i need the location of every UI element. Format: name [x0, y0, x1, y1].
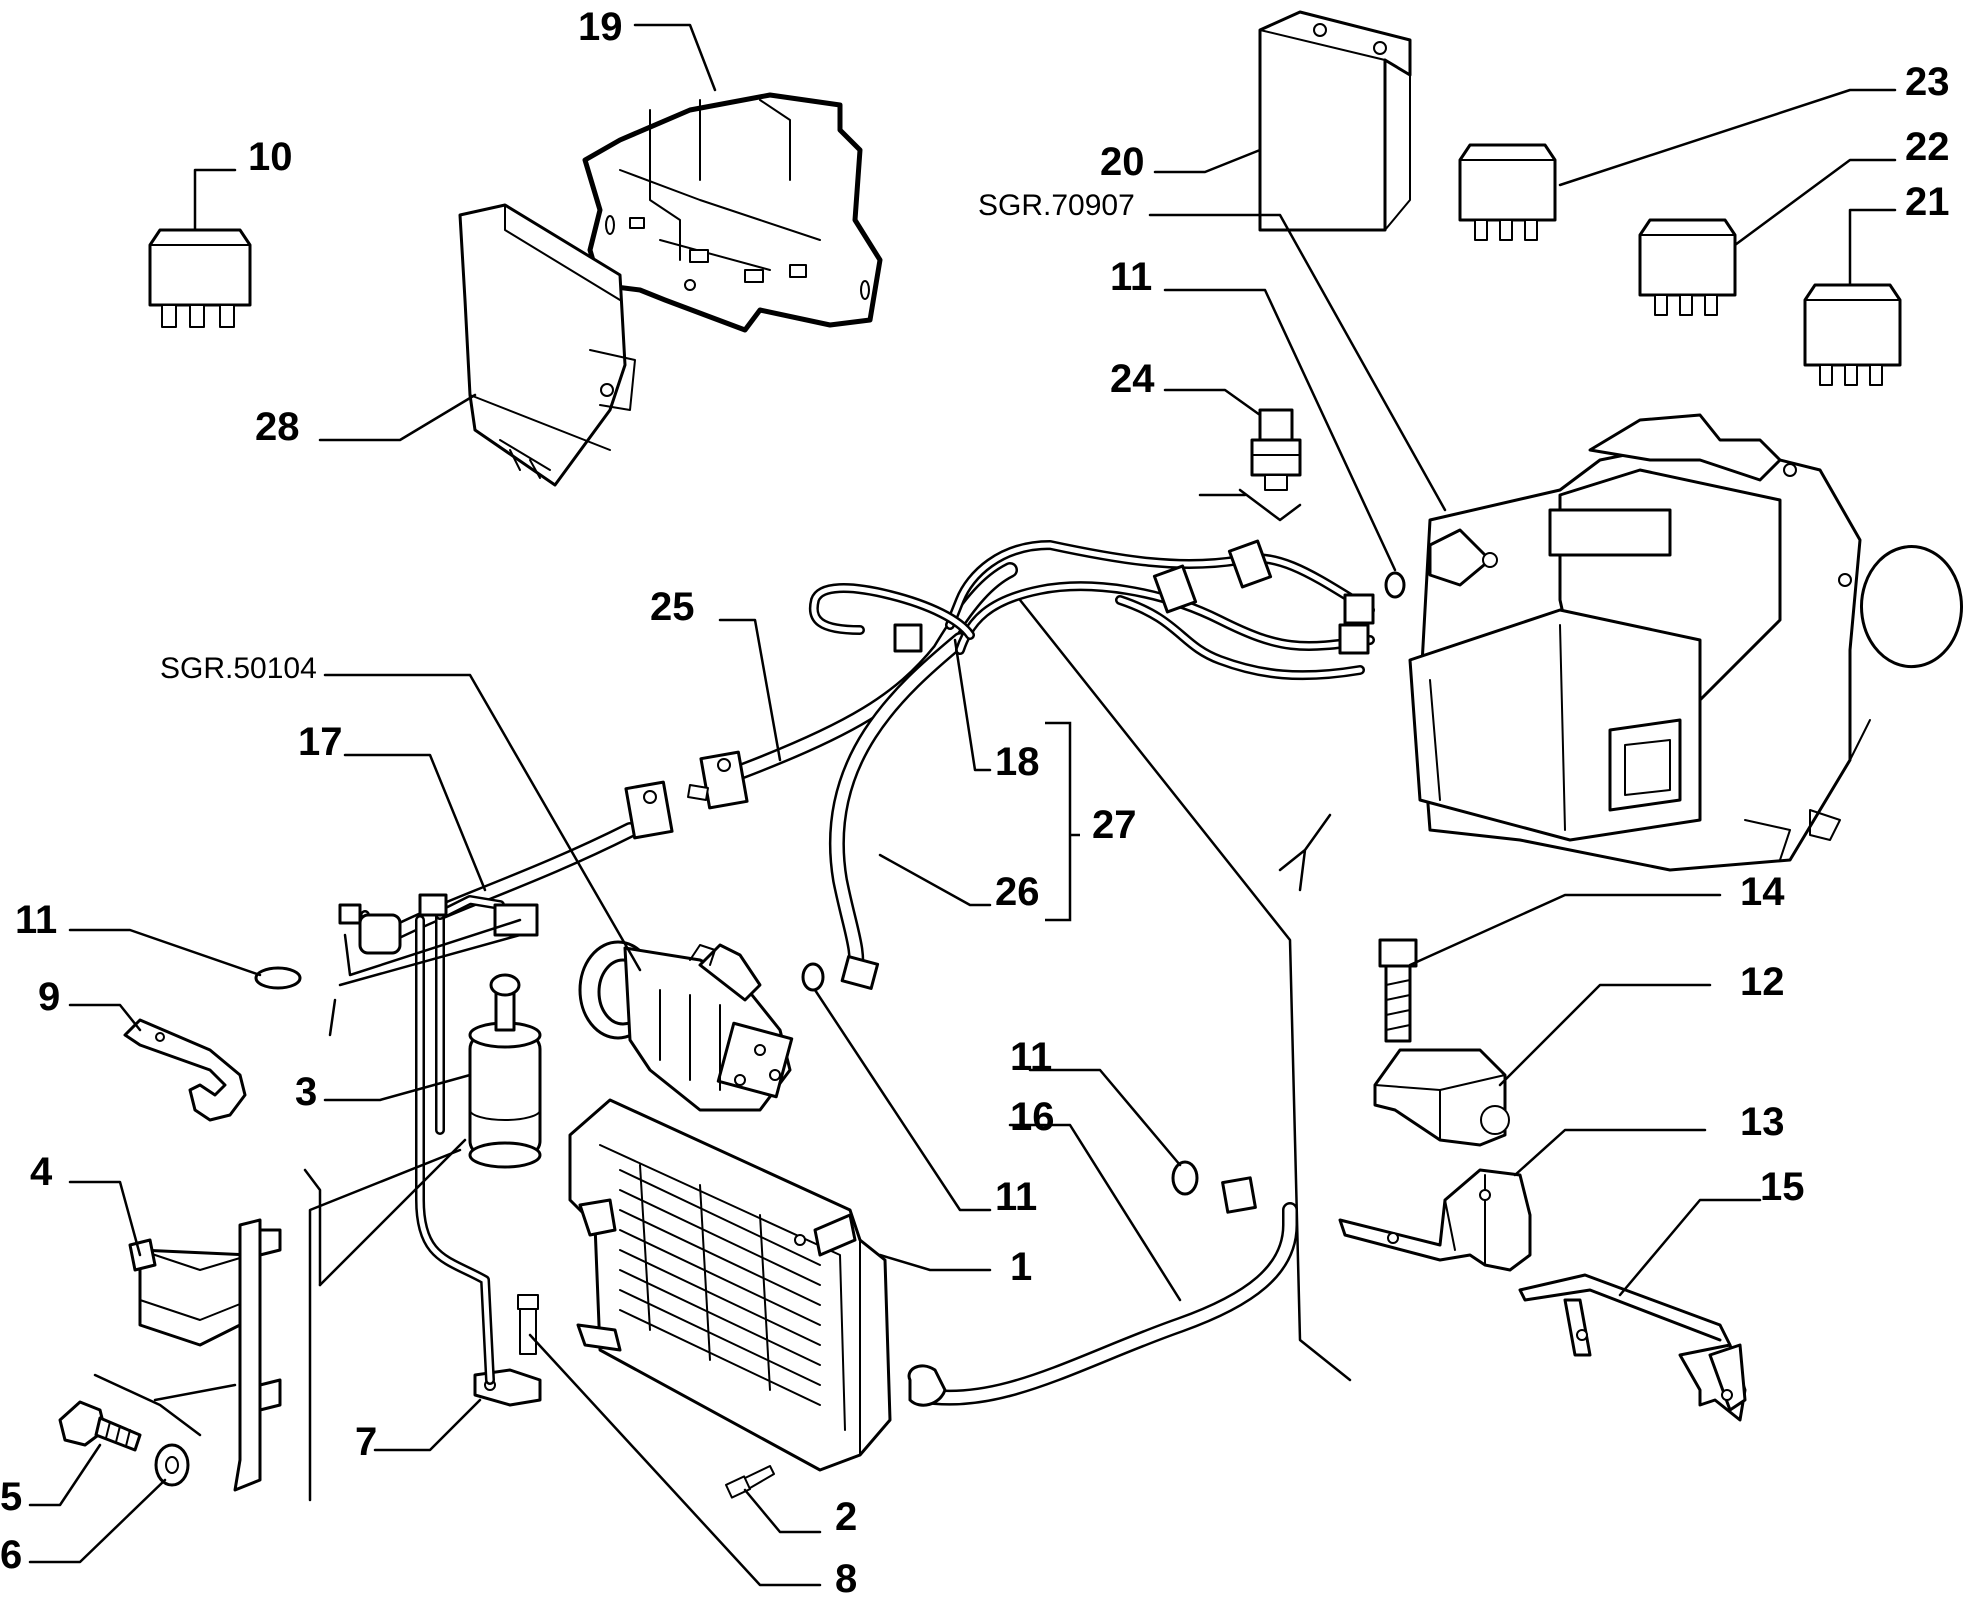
label-5: 5 — [0, 1475, 22, 1519]
leader-lines — [28, 23, 1897, 1587]
support-bracket-part-15 — [1518, 1273, 1747, 1422]
clamp-part-13 — [1338, 1168, 1532, 1272]
bolt-part-14 — [1378, 938, 1418, 1043]
label-20: 20 — [1100, 140, 1145, 184]
relay-part-22 — [1638, 218, 1737, 316]
hose-fittings — [338, 539, 1375, 1407]
label-11-left: 11 — [15, 898, 57, 942]
label-23: 23 — [1905, 60, 1950, 104]
bracket-part-19 — [582, 92, 883, 333]
label-2: 2 — [835, 1495, 857, 1539]
label-16: 16 — [1010, 1095, 1055, 1139]
label-21: 21 — [1905, 180, 1950, 224]
label-27: 27 — [1092, 803, 1137, 847]
screw-part-2 — [724, 1465, 775, 1499]
group-bracket-27 — [1045, 721, 1072, 922]
assembly-lines — [93, 488, 1352, 1502]
label-1: 1 — [1010, 1245, 1032, 1289]
condenser-part-1 — [568, 1098, 892, 1472]
receiver-drier-part-3 — [468, 973, 542, 1169]
module-part-20 — [1258, 10, 1412, 232]
ref-sgr-70907: SGR.70907 — [978, 189, 1135, 222]
label-13: 13 — [1740, 1100, 1785, 1144]
label-25: 25 — [650, 585, 695, 629]
label-11-top: 11 — [1110, 255, 1152, 299]
bolt-part-5 — [58, 1400, 142, 1452]
label-26: 26 — [995, 870, 1040, 914]
pipe-clamp-part-9 — [123, 1018, 247, 1122]
label-18: 18 — [995, 740, 1040, 784]
label-14: 14 — [1740, 870, 1785, 914]
drier-clamp-part-4 — [128, 1218, 282, 1492]
label-17: 17 — [298, 720, 343, 764]
label-12: 12 — [1740, 960, 1785, 1004]
rubber-mount-part-12 — [1373, 1048, 1510, 1147]
label-10: 10 — [248, 135, 293, 179]
part-labels: 10 19 28 20 23 22 21 SGR.70907 11 24 25 … — [0, 5, 1950, 1601]
screw-part-8 — [517, 1294, 539, 1355]
relay-part-21 — [1803, 283, 1902, 386]
ref-sgr-50104: SGR.50104 — [160, 652, 317, 685]
label-22: 22 — [1905, 125, 1950, 169]
relay-part-23 — [1458, 143, 1557, 241]
label-24: 24 — [1110, 357, 1155, 401]
module-part-28 — [458, 203, 636, 487]
label-7: 7 — [355, 1420, 377, 1464]
label-28: 28 — [255, 405, 300, 449]
pressure-switch-part-24 — [1250, 408, 1302, 491]
label-15: 15 — [1760, 1165, 1805, 1209]
label-4: 4 — [30, 1150, 53, 1194]
relay-part-10 — [148, 228, 252, 328]
label-11-mid: 11 — [995, 1175, 1037, 1219]
o-ring-part-11 — [254, 571, 1406, 1196]
hvac-housing — [1408, 413, 1963, 872]
compressor-assembly — [578, 940, 794, 1112]
washer-part-6 — [154, 1443, 190, 1487]
label-3: 3 — [295, 1070, 317, 1114]
label-8: 8 — [835, 1557, 857, 1601]
clamp-part-7 — [473, 1368, 542, 1407]
label-11-right: 11 — [1010, 1035, 1052, 1079]
label-9: 9 — [38, 975, 60, 1019]
label-6: 6 — [0, 1533, 22, 1577]
label-19: 19 — [578, 5, 623, 49]
